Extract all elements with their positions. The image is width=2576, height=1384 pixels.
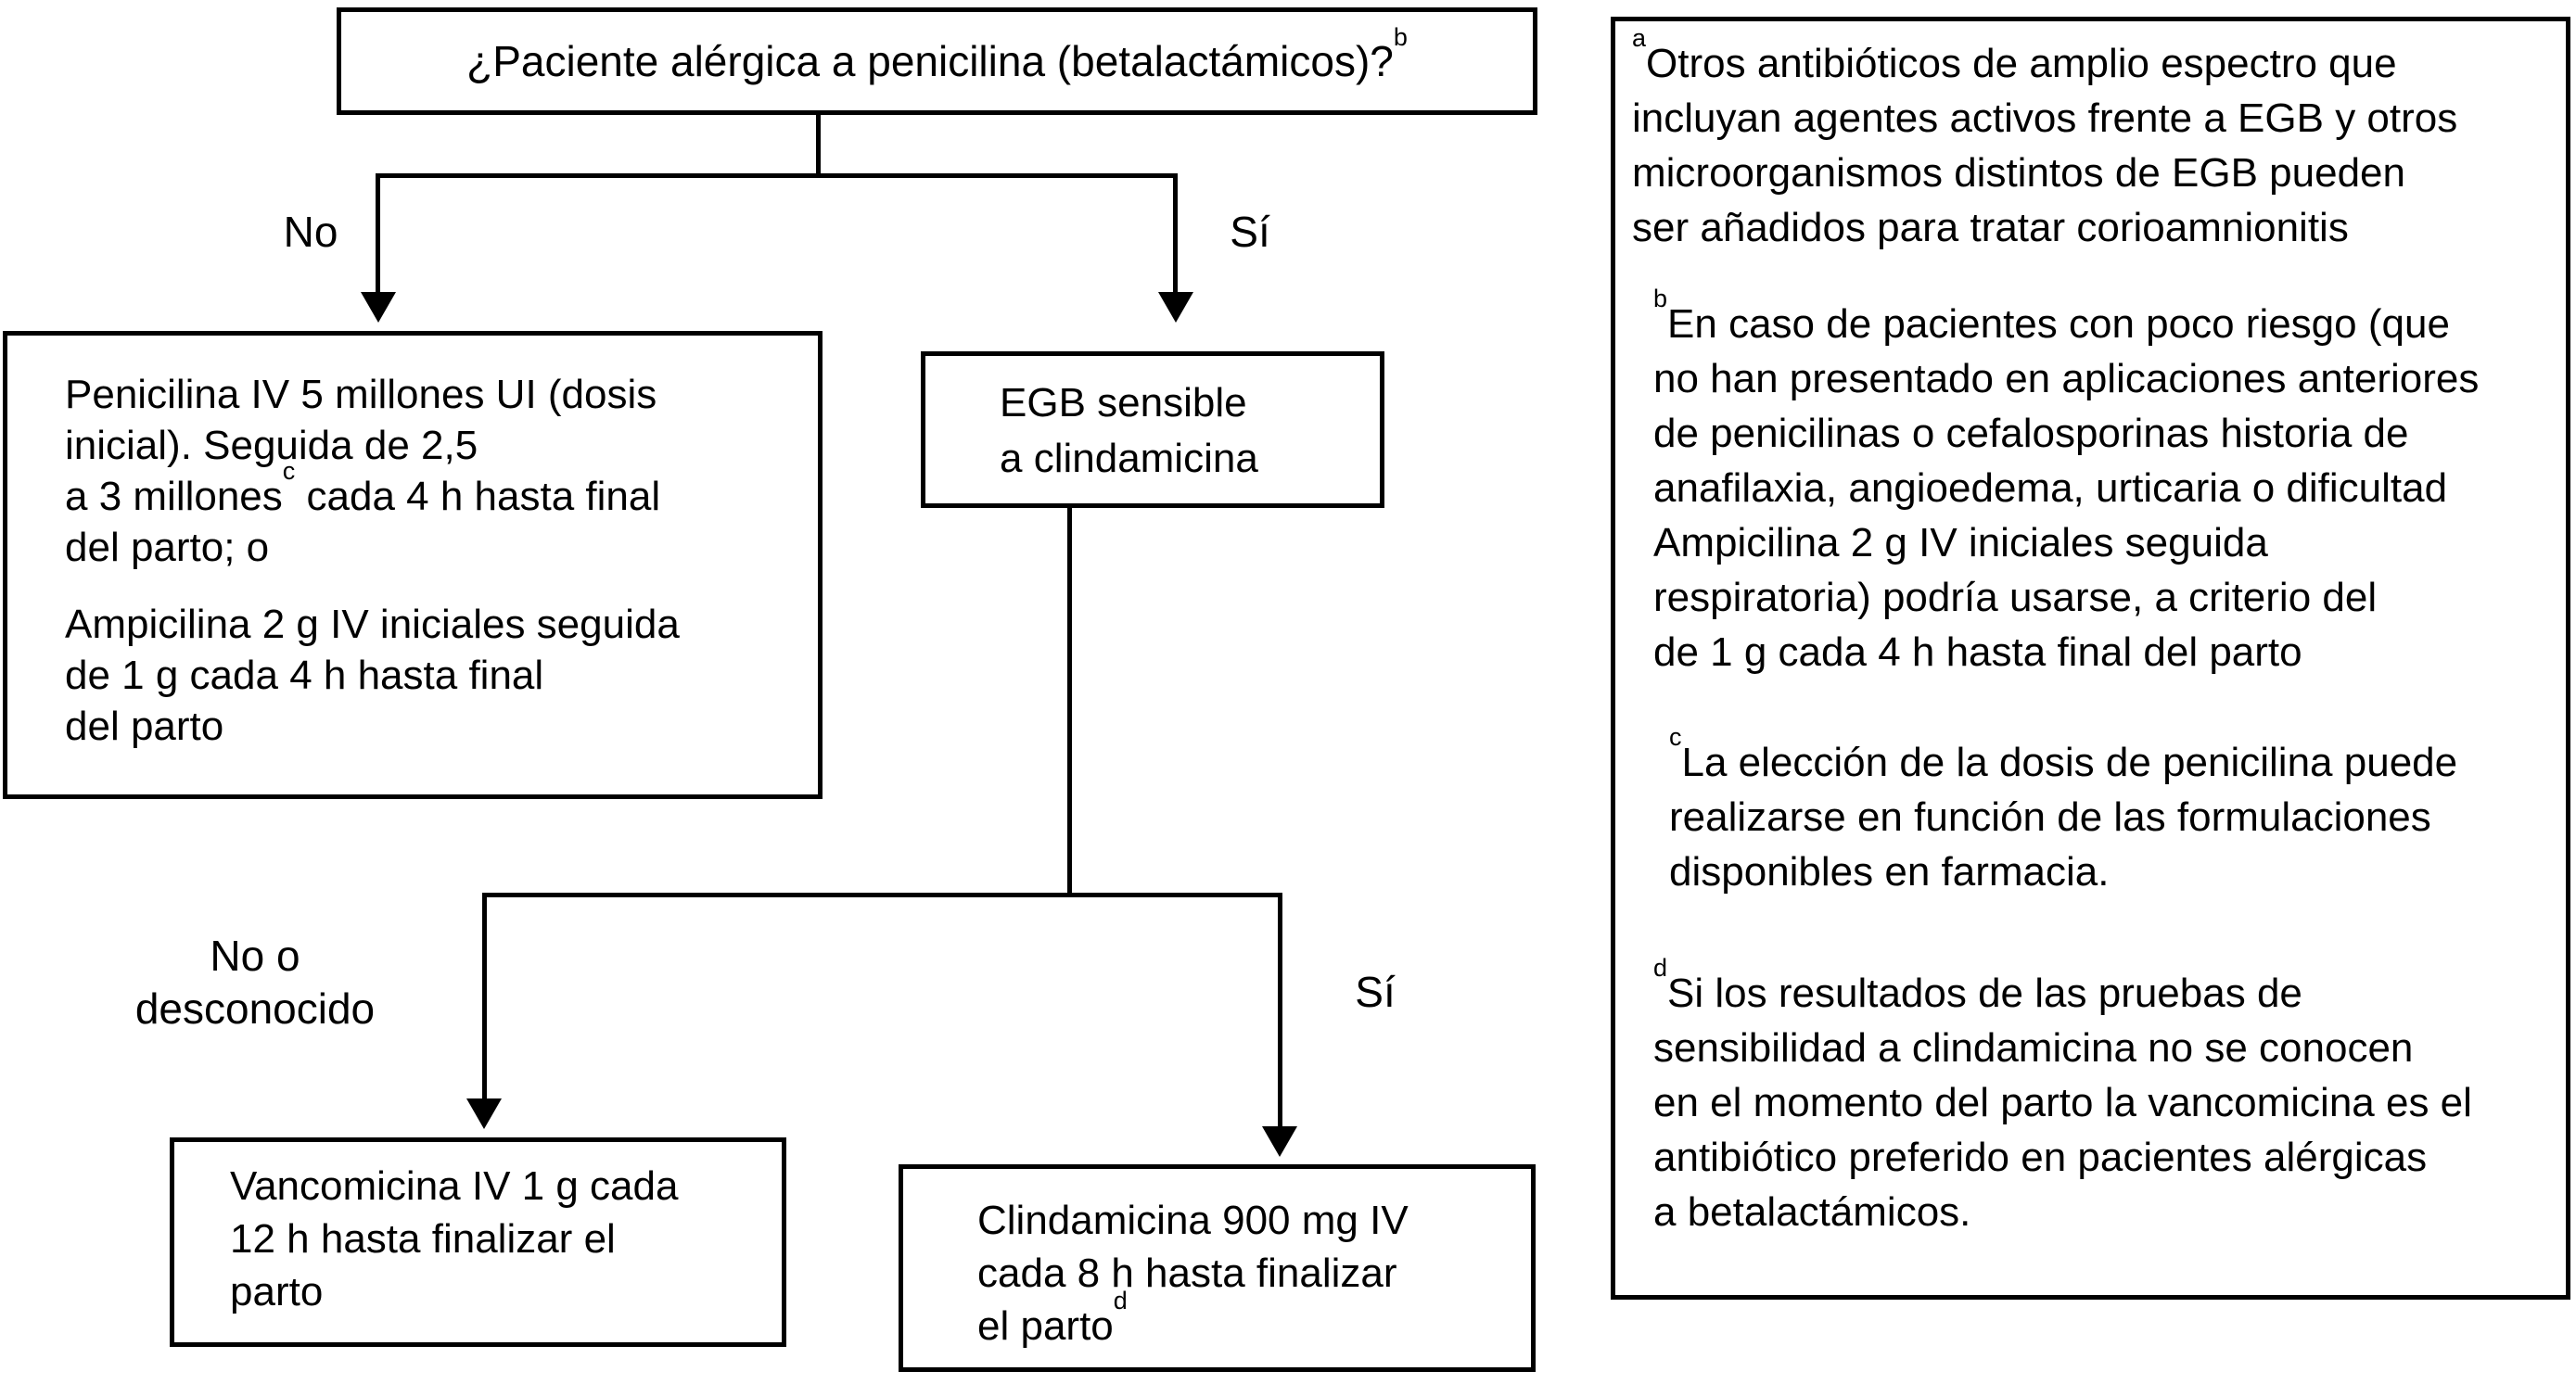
footnote-b-line: Ampicilina 2 g IV iniciales seguida: [1653, 520, 2268, 565]
footnote-d-line: sensibilidad a clindamicina no se conoce…: [1653, 1025, 2414, 1071]
ampicillin-line: del parto: [65, 704, 224, 749]
penicillin-line: Penicilina IV 5 millones UI (dosis: [65, 372, 657, 417]
footnote-d-line: a betalactámicos.: [1653, 1189, 1971, 1235]
footnote-d-marker: d: [1653, 954, 1668, 983]
footnote-b-line: de 1 g cada 4 h hasta final del parto: [1653, 629, 2302, 675]
footnote-d-line: antibiótico preferido en pacientes alérg…: [1653, 1135, 2428, 1180]
footnote-b-line: anafilaxia, angioedema, urticaria o difi…: [1653, 465, 2448, 511]
clindamycin-line: el partod: [977, 1289, 1522, 1352]
footnote-b-line: no han presentado en aplicaciones anteri…: [1653, 356, 2480, 401]
decision-question: ¿Paciente alérgica a penicilina (betalac…: [466, 37, 1394, 85]
connector-decision-stem: [816, 115, 821, 178]
arrowhead-yes2-icon: [1262, 1126, 1297, 1157]
branch-label-no-unknown-line1: No o: [210, 932, 300, 980]
arrowhead-no-unknown-icon: [466, 1098, 502, 1129]
footnote-a-line: aOtros antibióticos de amplio espectro q…: [1632, 26, 2553, 91]
footnotes-panel: aOtros antibióticos de amplio espectro q…: [1611, 17, 2570, 1300]
egb-line: a clindamicina: [1000, 436, 1258, 481]
footnote-a-marker: a: [1632, 24, 1647, 53]
footnote-a: aOtros antibióticos de amplio espectro q…: [1632, 26, 2553, 255]
vancomycin-line: parto: [230, 1269, 324, 1314]
footnote-c-line: realizarse en función de las formulacion…: [1669, 794, 2431, 840]
penicillin-treatment-box: Penicilina IV 5 millones UI (dosis inici…: [3, 331, 823, 799]
footnote-c-marker: c: [1669, 723, 1682, 752]
vancomycin-line: Vancomicina IV 1 g cada: [230, 1163, 679, 1209]
connector-yes-vertical: [1173, 173, 1178, 294]
footnote-b: bEn caso de pacientes con poco riesgo (q…: [1653, 286, 2553, 679]
footnote-d-line: en el momento del parto la vancomicina e…: [1653, 1080, 2472, 1125]
connector-egb-stem: [1067, 508, 1072, 897]
branch-label-no: No: [283, 208, 338, 256]
footnote-c-line: cLa elección de la dosis de penicilina p…: [1669, 725, 2553, 790]
penicillin-footnote-ref-c: c: [282, 457, 296, 486]
footnote-d-text: Si los resultados de las pruebas de: [1667, 971, 2302, 1016]
clindamycin-line: cada 8 h hasta finalizar: [977, 1251, 1397, 1296]
arrowhead-no-icon: [361, 292, 396, 323]
connector-no-unknown-vertical: [482, 893, 487, 1100]
footnote-a-line: incluyan agentes activos frente a EGB y …: [1632, 95, 2458, 141]
footnote-a-text: Otros antibióticos de amplio espectro qu…: [1646, 41, 2397, 86]
penicillin-line-text: cada 4 h hasta final: [295, 474, 661, 519]
branch-label-no-unknown: No o desconocido: [70, 930, 440, 1035]
clindamycin-footnote-ref-d: d: [1113, 1287, 1128, 1315]
footnote-a-line: microorganismos distintos de EGB pueden: [1632, 150, 2405, 196]
footnote-b-marker: b: [1653, 285, 1668, 313]
vancomycin-line: 12 h hasta finalizar el: [230, 1216, 616, 1262]
footnote-d-line: dSi los resultados de las pruebas de: [1653, 956, 2553, 1021]
connector-bottom-branch-horizontal: [482, 893, 1282, 897]
ampicillin-line: de 1 g cada 4 h hasta final: [65, 653, 544, 698]
decision-box-text: ¿Paciente alérgica a penicilina (betalac…: [341, 12, 1533, 110]
footnote-c: cLa elección de la dosis de penicilina p…: [1669, 725, 2553, 899]
branch-label-yes: Sí: [1230, 208, 1270, 256]
footnote-b-line: de penicilinas o cefalosporinas historia…: [1653, 411, 2409, 456]
branch-label-no-unknown-line2: desconocido: [134, 984, 376, 1033]
egb-line: EGB sensible: [1000, 380, 1247, 425]
ampicillin-line: Ampicilina 2 g IV iniciales seguida: [65, 602, 680, 647]
footnote-b-text: En caso de pacientes con poco riesgo (qu…: [1667, 301, 2450, 347]
penicillin-line: inicial). Seguida de 2,5: [65, 423, 478, 468]
penicillin-line: a 3 millonesc cada 4 h hasta final: [65, 459, 799, 522]
footnote-a-line: ser añadidos para tratar corioamnionitis: [1632, 205, 2349, 250]
decision-box-penicillin-allergy: ¿Paciente alérgica a penicilina (betalac…: [337, 7, 1537, 115]
footnote-b-line: bEn caso de pacientes con poco riesgo (q…: [1653, 286, 2553, 351]
footnote-c-line: disponibles en farmacia.: [1669, 849, 2110, 895]
connector-yes2-vertical: [1278, 893, 1282, 1126]
footnote-b-line: respiratoria) podría usarse, a criterio …: [1653, 575, 2378, 620]
clindamycin-line: Clindamicina 900 mg IV: [977, 1198, 1409, 1243]
footnote-c-text: La elección de la dosis de penicilina pu…: [1681, 740, 2458, 785]
penicillin-line: del parto; o: [65, 525, 270, 570]
clindamycin-treatment-box: Clindamicina 900 mg IV cada 8 h hasta fi…: [899, 1164, 1536, 1372]
footnote-d: dSi los resultados de las pruebas de sen…: [1653, 956, 2553, 1239]
clindamycin-line-text: el parto: [977, 1303, 1114, 1349]
vancomycin-treatment-box: Vancomicina IV 1 g cada 12 h hasta final…: [170, 1137, 786, 1347]
arrowhead-yes-icon: [1158, 292, 1193, 323]
branch-label-yes2: Sí: [1355, 968, 1396, 1016]
penicillin-line-text: a 3 millones: [65, 474, 283, 519]
connector-no-vertical: [376, 173, 380, 294]
connector-top-branch-horizontal: [376, 173, 1178, 178]
decision-footnote-ref-b: b: [1393, 22, 1408, 51]
egb-clindamycin-sensitivity-box: EGB sensible a clindamicina: [921, 351, 1384, 508]
